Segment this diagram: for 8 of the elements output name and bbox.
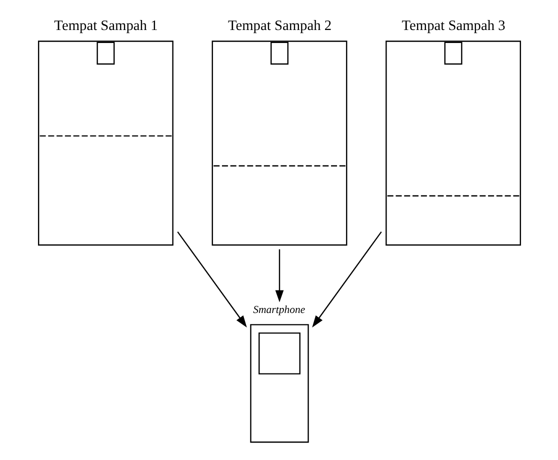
arrow bbox=[274, 249, 284, 302]
arrow bbox=[176, 231, 246, 328]
node-label: Tempat Sampah 1 bbox=[54, 18, 158, 34]
node-box bbox=[250, 324, 308, 443]
node-label: Smartphone bbox=[252, 304, 305, 316]
node-label: Tempat Sampah 3 bbox=[401, 18, 505, 34]
arrow bbox=[312, 231, 382, 328]
node-label: Tempat Sampah 2 bbox=[227, 18, 332, 34]
